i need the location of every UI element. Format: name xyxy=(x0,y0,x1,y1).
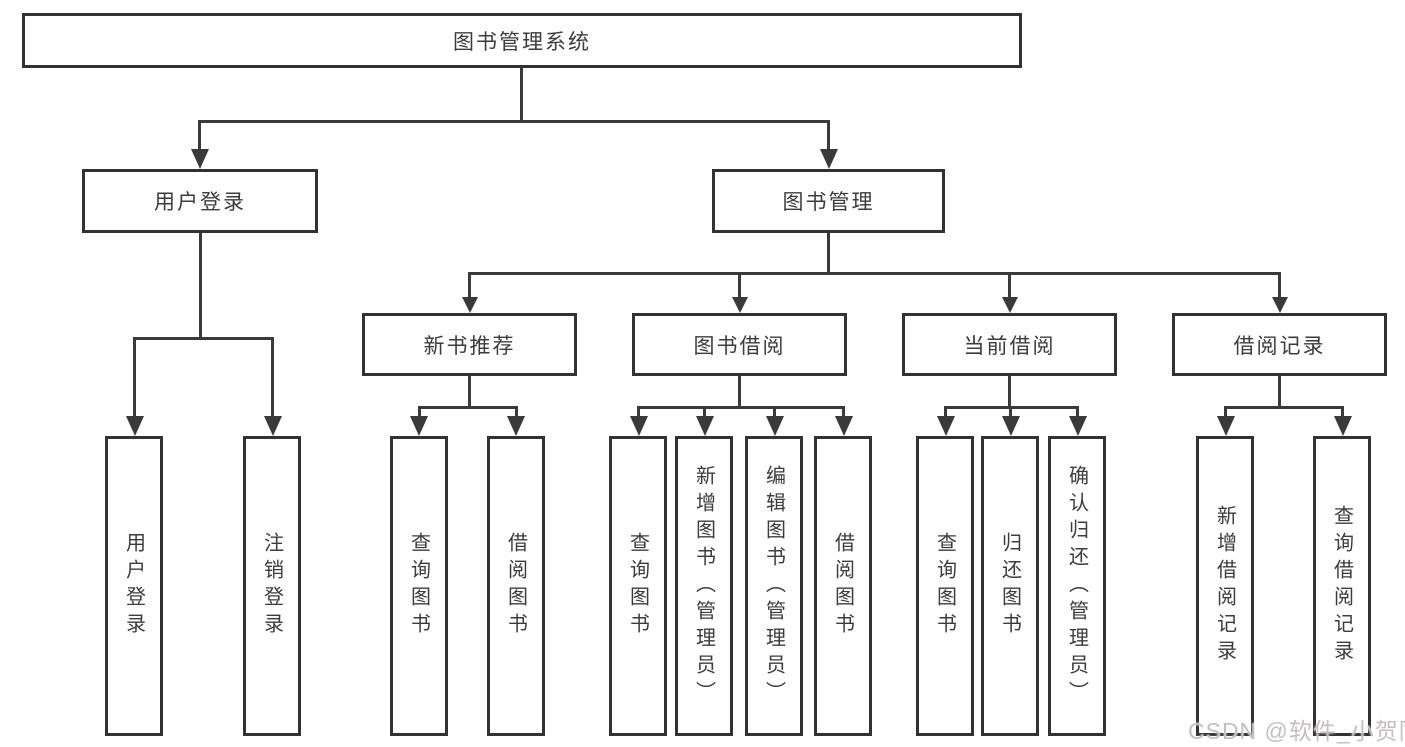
node-leaf-query-books-2: 查询图书 xyxy=(609,436,667,736)
arrow-down-icon xyxy=(835,416,853,436)
node-label: 用户登录 xyxy=(122,532,145,640)
connector xyxy=(1278,376,1281,408)
node-current-borrowing: 当前借阅 xyxy=(902,313,1117,376)
node-new-book-recommend: 新书推荐 xyxy=(362,313,577,376)
arrow-down-icon xyxy=(264,416,282,436)
node-leaf-query-borrow-record: 查询借阅记录 xyxy=(1313,436,1371,736)
connector xyxy=(827,233,830,275)
connector xyxy=(198,120,201,150)
connector xyxy=(773,406,776,418)
connector xyxy=(1009,406,1012,418)
arrow-down-icon xyxy=(732,297,748,313)
connector xyxy=(468,272,471,298)
connector xyxy=(637,406,640,418)
node-label: 新增借阅记录 xyxy=(1213,505,1236,667)
connector xyxy=(418,406,421,418)
connector xyxy=(1341,406,1344,418)
connector xyxy=(944,406,947,418)
connector xyxy=(418,406,518,409)
node-label: 图书管理系统 xyxy=(453,30,591,54)
connector xyxy=(271,337,274,417)
node-leaf-add-books-admin: 新增图书（管理员） xyxy=(675,436,733,736)
node-leaf-add-borrow-record: 新增借阅记录 xyxy=(1196,436,1254,736)
connector xyxy=(637,406,845,409)
arrow-down-icon xyxy=(1002,297,1018,313)
node-leaf-borrow-books-2: 借阅图书 xyxy=(814,436,872,736)
node-leaf-logout: 注销登录 xyxy=(243,436,301,736)
csdn-watermark: CSDN @软件_小贺同学 xyxy=(1188,718,1405,744)
arrow-down-icon xyxy=(630,416,648,436)
arrow-down-icon xyxy=(766,416,784,436)
connector xyxy=(1278,272,1281,298)
connector xyxy=(1224,406,1227,418)
node-label: 图书借阅 xyxy=(693,334,786,358)
arrow-down-icon xyxy=(1217,416,1235,436)
connector xyxy=(1008,376,1011,408)
node-label: 注销登录 xyxy=(260,532,283,640)
arrow-down-icon xyxy=(410,416,428,436)
node-leaf-edit-books-admin: 编辑图书（管理员） xyxy=(745,436,803,736)
node-label: 新增图书（管理员） xyxy=(692,464,715,708)
connector xyxy=(827,120,830,150)
node-label: 查询图书 xyxy=(933,532,956,640)
connector xyxy=(842,406,845,418)
node-borrowing-records: 借阅记录 xyxy=(1172,313,1387,376)
arrow-down-icon xyxy=(1272,297,1288,313)
node-label: 图书管理 xyxy=(782,191,875,214)
connector xyxy=(468,376,471,408)
connector xyxy=(515,406,518,418)
arrow-down-icon xyxy=(1002,416,1020,436)
node-label: 确认归还（管理员） xyxy=(1065,464,1088,708)
node-label: 借阅图书 xyxy=(504,532,527,640)
connector xyxy=(1076,406,1079,418)
connector xyxy=(1224,406,1344,409)
node-leaf-confirm-return-admin: 确认归还（管理员） xyxy=(1048,436,1106,736)
arrow-down-icon xyxy=(1069,416,1087,436)
arrow-down-icon xyxy=(937,416,955,436)
node-book-borrowing: 图书借阅 xyxy=(632,313,847,376)
node-label: 查询图书 xyxy=(626,532,649,640)
connector xyxy=(468,272,1281,275)
node-label: 借阅记录 xyxy=(1233,334,1326,358)
arrow-down-icon xyxy=(126,416,144,436)
connector xyxy=(199,233,202,340)
node-user-login: 用户登录 xyxy=(82,169,318,233)
connector xyxy=(703,406,706,418)
arrow-down-icon xyxy=(1334,416,1352,436)
connector xyxy=(738,376,741,408)
connector xyxy=(133,337,136,417)
node-label: 当前借阅 xyxy=(963,334,1056,358)
node-label: 归还图书 xyxy=(998,532,1021,640)
node-book-management: 图书管理 xyxy=(712,169,945,233)
node-label: 查询图书 xyxy=(407,532,430,640)
node-leaf-return-books: 归还图书 xyxy=(981,436,1039,736)
node-leaf-borrow-books-1: 借阅图书 xyxy=(487,436,545,736)
arrow-down-icon xyxy=(507,416,525,436)
node-label: 新书推荐 xyxy=(423,334,516,358)
node-label: 用户登录 xyxy=(154,191,246,214)
node-leaf-query-books-3: 查询图书 xyxy=(916,436,974,736)
node-label: 编辑图书（管理员） xyxy=(762,464,785,708)
node-leaf-query-books-1: 查询图书 xyxy=(390,436,448,736)
node-label: 借阅图书 xyxy=(831,532,854,640)
connector xyxy=(133,337,274,340)
connector xyxy=(738,272,741,298)
node-label: 查询借阅记录 xyxy=(1330,505,1353,667)
node-leaf-user-login: 用户登录 xyxy=(105,436,163,736)
arrow-down-icon xyxy=(696,416,714,436)
arrow-down-icon xyxy=(462,297,478,313)
connector xyxy=(1008,272,1011,298)
connector xyxy=(520,68,523,123)
connector xyxy=(198,120,830,123)
arrow-down-icon xyxy=(191,149,209,169)
arrow-down-icon xyxy=(820,149,838,169)
node-library-system: 图书管理系统 xyxy=(22,13,1022,68)
